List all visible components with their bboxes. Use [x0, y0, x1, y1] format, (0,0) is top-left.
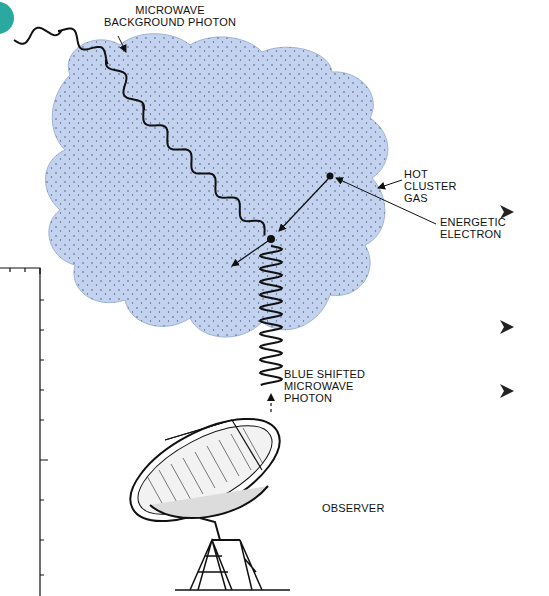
observer-label: OBSERVER: [322, 502, 412, 514]
electron-dot: [327, 173, 334, 180]
chart-frame: [0, 268, 48, 596]
electron-track: [232, 241, 268, 266]
electron-track: [279, 179, 328, 231]
corner-badge: [0, 2, 14, 34]
radio-telescope: [115, 398, 295, 590]
photon-label: MICROWAVE BACKGROUND PHOTON: [95, 4, 245, 28]
bullet-marks: [500, 205, 514, 398]
gas-label: HOT CLUSTER GAS: [404, 168, 456, 204]
electron-label: ENERGETIC ELECTRON: [440, 216, 520, 240]
hot-cluster-gas-cloud: [45, 34, 387, 337]
incoming-photon: [14, 28, 265, 236]
blue-shifted-photon: [260, 246, 282, 385]
photon-direction: [270, 394, 271, 412]
leader-line: [378, 180, 402, 188]
blue-shift-label: BLUE SHIFTED MICROWAVE PHOTON: [284, 368, 394, 404]
leader-line: [118, 36, 126, 52]
gas-texture: [45, 34, 387, 337]
scatter-point: [267, 235, 275, 243]
